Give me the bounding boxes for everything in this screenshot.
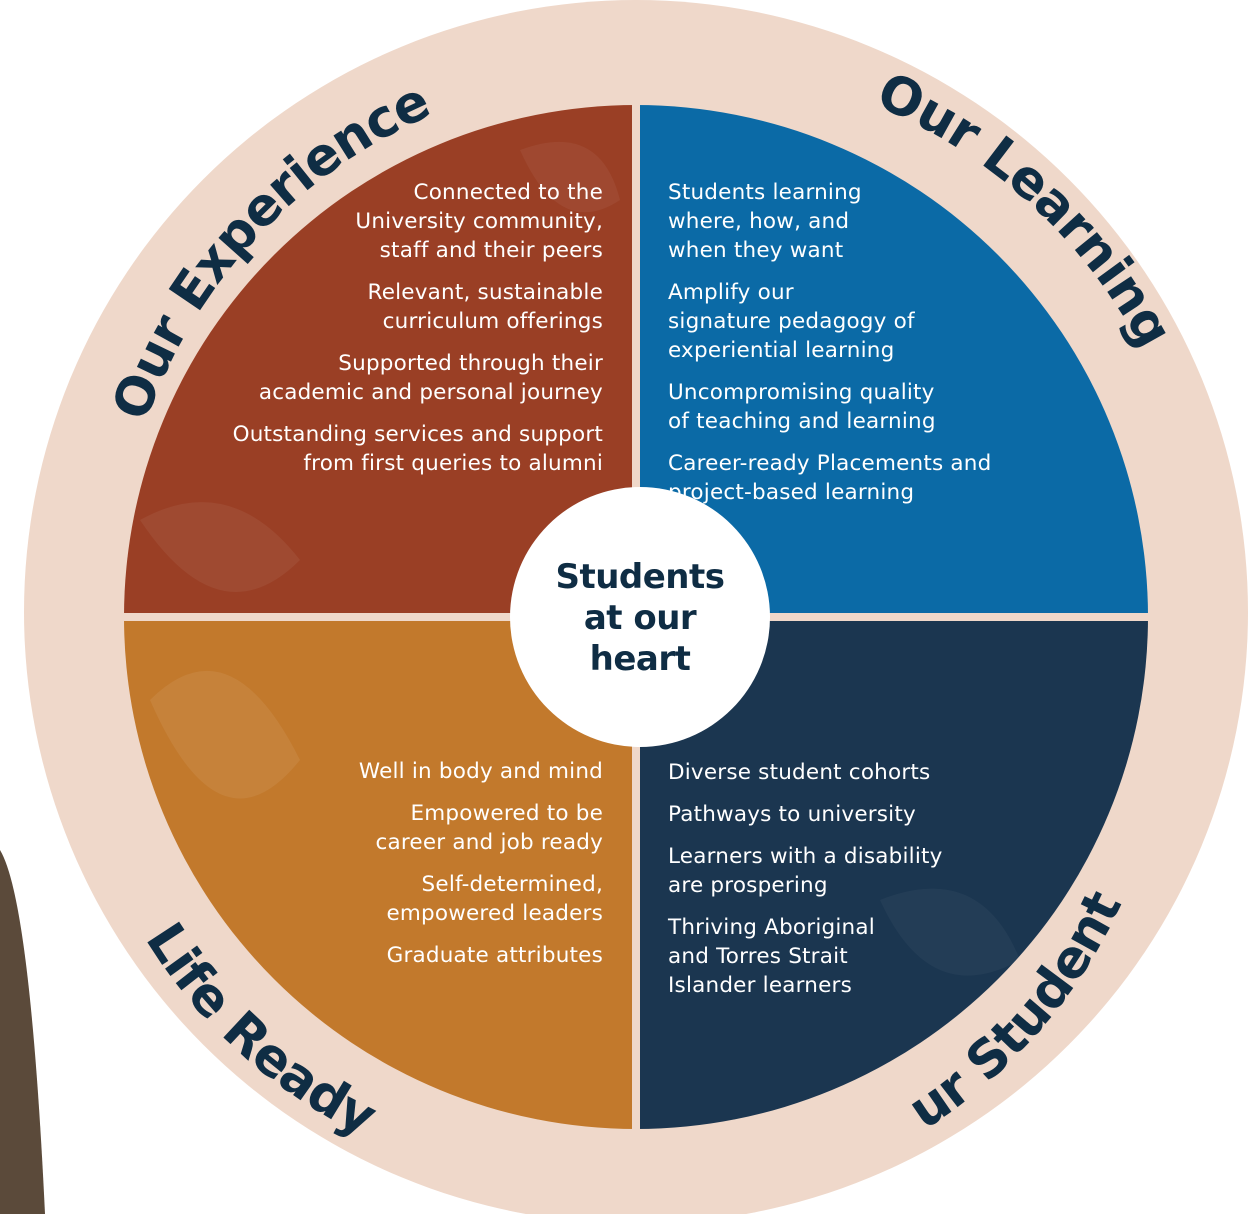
- leaf-decoration: [150, 670, 300, 799]
- leaf-decoration: [520, 141, 620, 213]
- list-item: Supported through their academic and per…: [258, 351, 603, 405]
- photo-fragment: [0, 850, 45, 1214]
- center-title: Students at our heart: [555, 557, 725, 679]
- list-item: Empowered to be career and job ready: [375, 801, 603, 855]
- leaf-decoration: [880, 888, 1020, 976]
- list-item: Pathways to university: [668, 802, 916, 827]
- list-item: Well in body and mind: [358, 759, 603, 784]
- list-item: Uncompromising quality of teaching and l…: [668, 380, 936, 434]
- list-item: Relevant, sustainable curriculum offerin…: [367, 280, 603, 334]
- list-item: Graduate attributes: [386, 943, 603, 968]
- students-items: Diverse student cohorts Pathways to univ…: [668, 758, 1088, 1013]
- leaf-decoration: [140, 502, 300, 592]
- learning-items: Students learning where, how, and when t…: [668, 178, 1088, 520]
- list-item: Diverse student cohorts: [668, 760, 931, 785]
- center-circle: [510, 487, 770, 747]
- list-item: Learners with a disability are prosperin…: [668, 844, 943, 898]
- list-item: Connected to the University community, s…: [355, 180, 603, 263]
- life-ready-items: Well in body and mind Empowered to be ca…: [183, 757, 603, 983]
- experience-items: Connected to the University community, s…: [183, 178, 603, 491]
- list-item: Students learning where, how, and when t…: [668, 180, 862, 263]
- list-item: Career-ready Placements and project-base…: [668, 451, 992, 505]
- list-item: Thriving Aboriginal and Torres Strait Is…: [668, 915, 875, 998]
- list-item: Outstanding services and support from fi…: [232, 422, 603, 476]
- list-item: Self-determined, empowered leaders: [386, 872, 603, 926]
- list-item: Amplify our signature pedagogy of experi…: [668, 280, 915, 363]
